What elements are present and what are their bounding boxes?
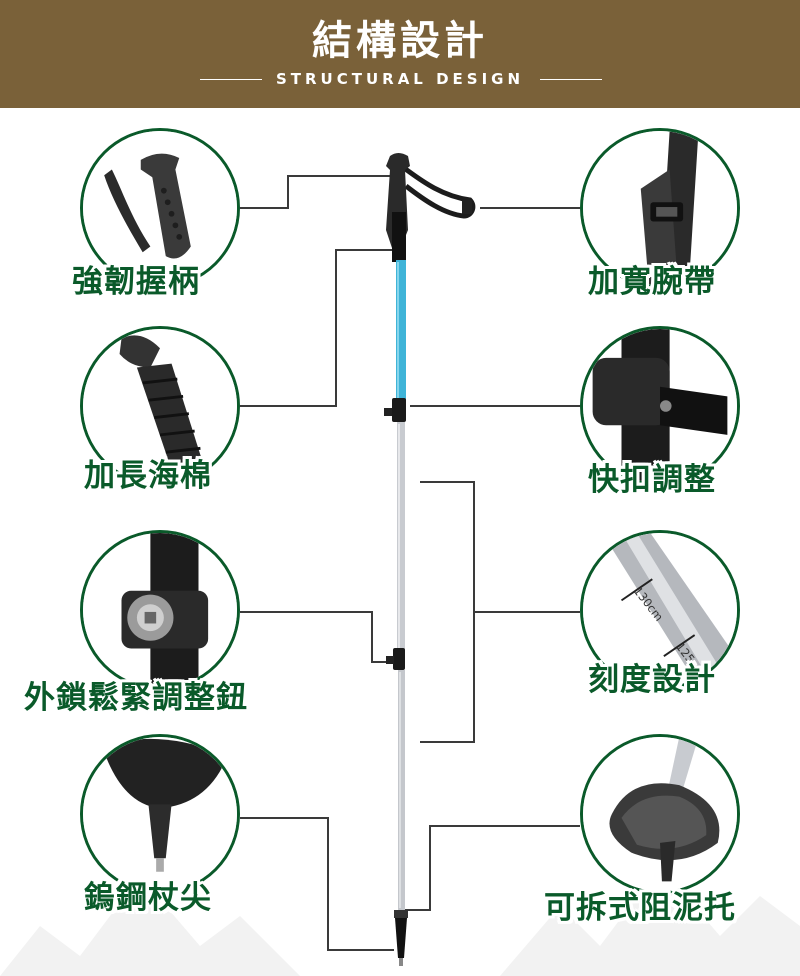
removable-mud-basket-icon: [583, 737, 737, 891]
external-lock-knob-photo: [80, 530, 240, 690]
connector-basket: [404, 825, 580, 911]
tungsten-tip-photo: [80, 734, 240, 894]
feature-label-strap: 加寬腕帶: [588, 264, 716, 300]
connector-tip: [240, 817, 394, 951]
feature-label-knob: 外鎖鬆緊調整鈕: [24, 680, 248, 716]
connector-foam: [240, 249, 395, 407]
grip-handle-photo: [80, 128, 240, 288]
feature-label-quicklock: 快扣調整: [588, 462, 716, 498]
wrist-strap-icon: [583, 131, 737, 285]
quick-lock-photo: [580, 326, 740, 486]
feature-label-tip: 鎢鋼杖尖: [84, 880, 212, 916]
feature-label-grip: 強韌握柄: [72, 264, 200, 300]
scale-markings-photo: 130cm 125cm: [580, 530, 740, 690]
page-title: 結構設計: [312, 18, 488, 64]
header-banner: 結構設計 STRUCTURAL DESIGN: [0, 0, 800, 108]
foam-extension-photo: [80, 326, 240, 486]
foam-extension-icon: [83, 329, 237, 483]
connector-knob: [240, 611, 392, 663]
grip-handle-icon: [83, 131, 237, 285]
tungsten-tip-icon: [83, 737, 237, 891]
removable-mud-basket-photo: [580, 734, 740, 894]
quick-lock-icon: [583, 329, 737, 483]
connector-grip: [240, 175, 392, 209]
subtitle-left-rule: [200, 79, 262, 80]
page-subtitle: STRUCTURAL DESIGN: [275, 70, 525, 88]
subtitle-right-rule: [540, 79, 602, 80]
external-lock-knob-icon: [83, 533, 237, 687]
wrist-strap-photo: [580, 128, 740, 288]
feature-label-foam: 加長海棉: [84, 458, 212, 494]
feature-label-basket: 可拆式阻泥托: [544, 890, 736, 926]
feature-label-scale: 刻度設計: [588, 662, 716, 698]
scale-markings-icon: 130cm 125cm: [583, 533, 737, 687]
